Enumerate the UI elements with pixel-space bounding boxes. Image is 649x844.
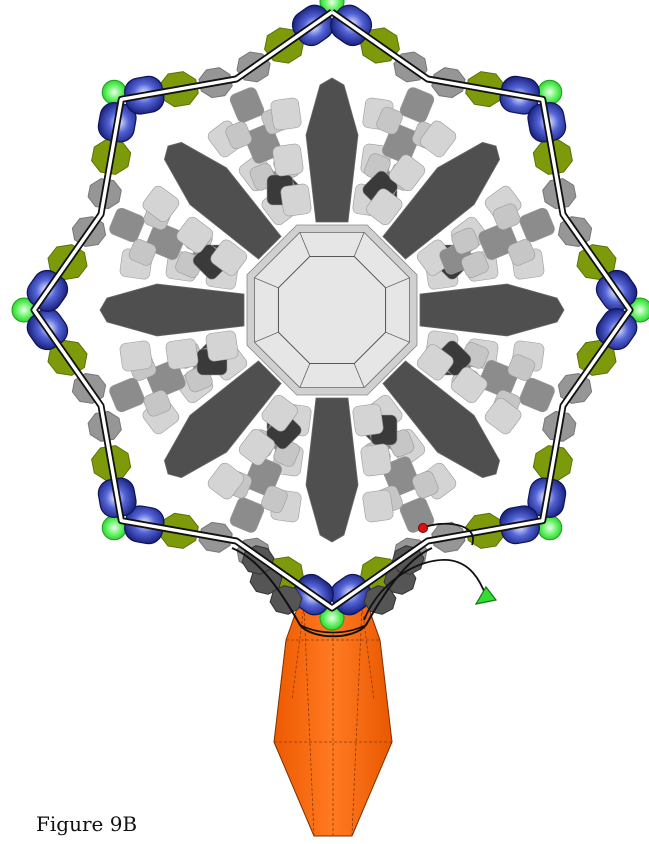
bead-light xyxy=(362,489,394,523)
bead-light xyxy=(352,403,384,437)
bead-mid xyxy=(108,376,146,413)
arrow-head xyxy=(476,587,496,604)
bead-light xyxy=(280,183,312,217)
bead-mid xyxy=(228,86,265,124)
bead-mid xyxy=(398,496,435,534)
bead-light xyxy=(205,330,239,362)
dark-petal xyxy=(420,284,564,336)
dark-petal xyxy=(306,398,358,542)
dark-petal xyxy=(100,284,244,336)
bead-light xyxy=(272,143,304,177)
center-inner xyxy=(278,256,385,363)
dark-petal xyxy=(306,78,358,222)
bead-light xyxy=(360,443,392,477)
bead-mid xyxy=(518,206,556,243)
bead-mid xyxy=(228,496,265,534)
bead-light xyxy=(165,338,199,370)
bead-mid xyxy=(108,206,146,243)
bead-mid xyxy=(518,376,556,413)
bead-mid xyxy=(398,86,435,124)
start-dot xyxy=(419,524,428,533)
bead-light xyxy=(119,340,153,372)
figure-caption: Figure 9B xyxy=(36,812,137,836)
bead-light xyxy=(270,97,302,131)
